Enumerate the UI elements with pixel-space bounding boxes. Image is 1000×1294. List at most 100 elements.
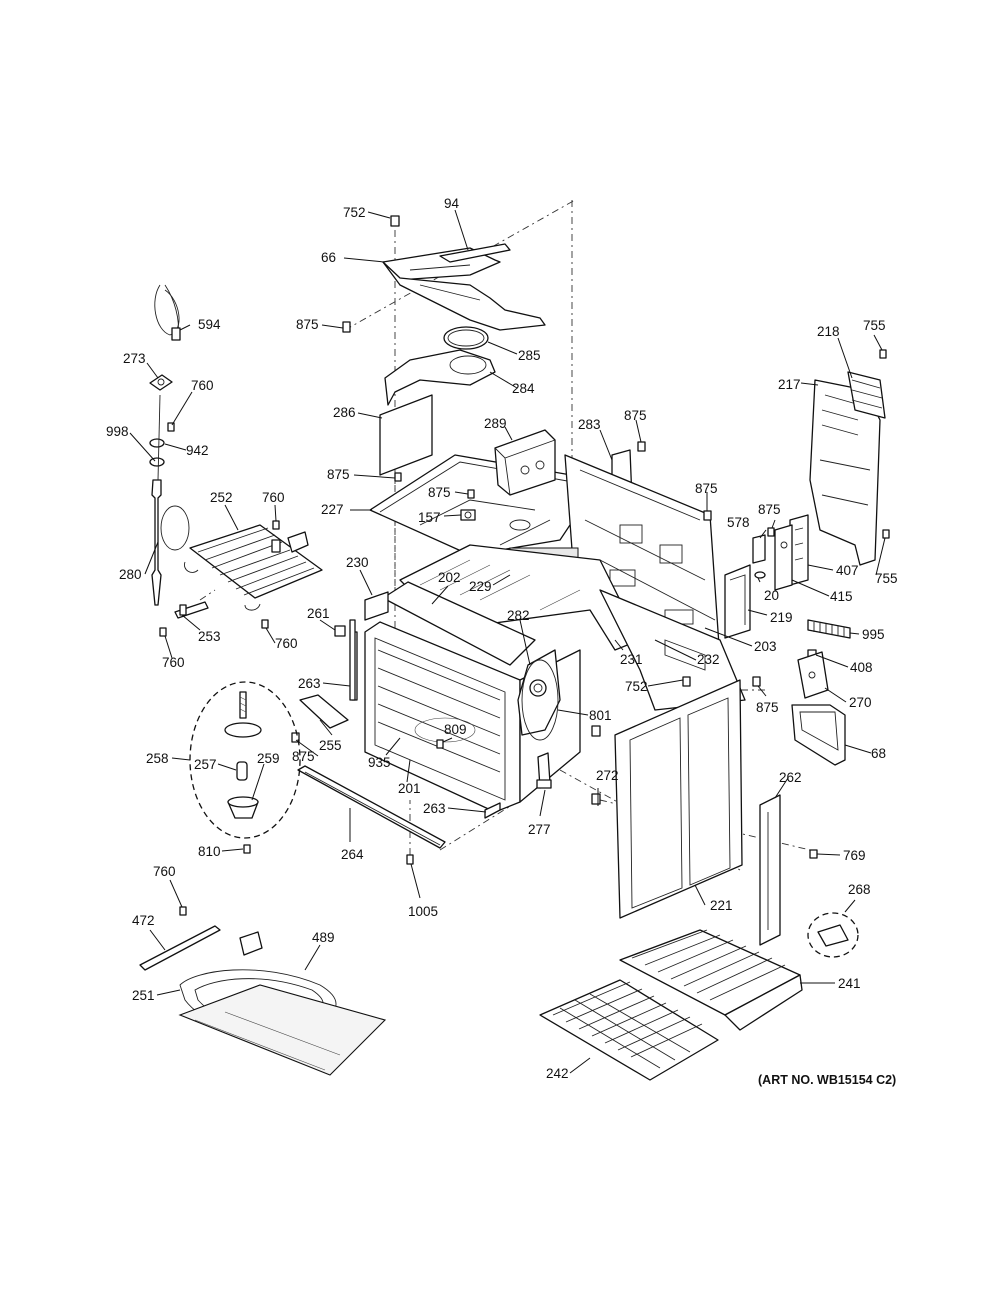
part-280-probe-loop bbox=[160, 505, 190, 551]
callout-270: 270 bbox=[849, 695, 872, 710]
part-286-side-insulation-panel bbox=[379, 394, 433, 476]
callout-253: 253 bbox=[198, 629, 221, 644]
callout-942: 942 bbox=[186, 443, 209, 458]
screw-1005 bbox=[406, 854, 414, 865]
part-20-washer bbox=[754, 571, 766, 579]
part-264-bottom-trim bbox=[297, 765, 446, 849]
callout-998: 998 bbox=[106, 424, 129, 439]
callout-232: 232 bbox=[697, 652, 720, 667]
part-252-broil-element bbox=[184, 524, 323, 611]
callout-203: 203 bbox=[754, 639, 777, 654]
screw-875-c bbox=[703, 510, 712, 521]
callout-263-a: 263 bbox=[298, 676, 321, 691]
part-289-cooling-fan bbox=[494, 429, 556, 496]
art-number-label: (ART NO. WB15154 C2) bbox=[758, 1073, 896, 1087]
callout-263-b: 263 bbox=[423, 801, 446, 816]
part-253-element-bracket bbox=[174, 601, 209, 619]
callout-286: 286 bbox=[333, 405, 356, 420]
part-277-door-latch bbox=[536, 752, 552, 789]
part-259-fan-blade bbox=[227, 796, 259, 819]
callout-760-e: 760 bbox=[153, 864, 176, 879]
screw-760-d bbox=[261, 619, 269, 629]
callout-268: 268 bbox=[848, 882, 871, 897]
part-261-hinge-pin bbox=[334, 625, 346, 637]
callout-227: 227 bbox=[321, 502, 344, 517]
callout-875-a: 875 bbox=[296, 317, 319, 332]
callout-94: 94 bbox=[444, 196, 460, 211]
part-272-hinge-receptacle bbox=[591, 725, 601, 805]
part-998-washer bbox=[149, 457, 165, 467]
callout-769: 769 bbox=[843, 848, 866, 863]
callout-489: 489 bbox=[312, 930, 335, 945]
callout-258: 258 bbox=[146, 751, 169, 766]
part-407-control-board bbox=[789, 514, 809, 586]
part-241-extension-rack bbox=[619, 929, 803, 1031]
callout-875-f: 875 bbox=[758, 502, 781, 517]
part-218-vent-cover bbox=[847, 371, 886, 419]
screw-875-b bbox=[637, 441, 646, 452]
callout-995: 995 bbox=[862, 627, 885, 642]
part-415-relay-board bbox=[774, 524, 793, 591]
callout-230: 230 bbox=[346, 555, 369, 570]
callout-760-d: 760 bbox=[275, 636, 298, 651]
callout-261: 261 bbox=[307, 606, 330, 621]
callout-875-d: 875 bbox=[327, 467, 350, 482]
part-258-fan-motor bbox=[224, 691, 262, 738]
callout-875-b: 875 bbox=[624, 408, 647, 423]
part-801-gasket bbox=[521, 659, 559, 741]
callout-935: 935 bbox=[368, 755, 391, 770]
callout-262: 262 bbox=[779, 770, 802, 785]
callout-157: 157 bbox=[418, 510, 441, 525]
callout-221: 221 bbox=[710, 898, 733, 913]
screw-760-e bbox=[179, 906, 187, 916]
callout-277: 277 bbox=[528, 822, 551, 837]
callout-284: 284 bbox=[512, 381, 535, 396]
callout-229: 229 bbox=[469, 579, 492, 594]
callout-252: 252 bbox=[210, 490, 233, 505]
callout-594: 594 bbox=[198, 317, 221, 332]
part-760-bracket-b bbox=[272, 520, 309, 553]
part-157-thermostat bbox=[460, 509, 476, 521]
part-273-mount-bracket bbox=[149, 374, 173, 391]
screw-875-g bbox=[752, 676, 761, 687]
part-942-nut bbox=[149, 438, 165, 448]
screw-752-top bbox=[390, 215, 400, 227]
callout-755-b: 755 bbox=[875, 571, 898, 586]
callout-202: 202 bbox=[438, 570, 461, 585]
callout-760-c: 760 bbox=[162, 655, 185, 670]
callout-875-e: 875 bbox=[428, 485, 451, 500]
callout-241: 241 bbox=[838, 976, 861, 991]
callout-415: 415 bbox=[830, 589, 853, 604]
part-268-detail-group bbox=[807, 912, 859, 958]
callout-472: 472 bbox=[132, 913, 155, 928]
part-282-convection-fan bbox=[517, 649, 561, 736]
part-280-temp-sensor bbox=[151, 394, 162, 606]
screw-769 bbox=[809, 849, 818, 859]
callout-760-a: 760 bbox=[191, 378, 214, 393]
callout-68: 68 bbox=[871, 746, 886, 761]
callout-809: 809 bbox=[444, 722, 467, 737]
callout-labels: 752 94 66 875 285 284 594 273 760 998 94… bbox=[106, 196, 898, 1081]
part-285-gasket bbox=[443, 326, 489, 350]
callout-20: 20 bbox=[764, 588, 779, 603]
part-578-switch bbox=[752, 534, 766, 564]
callout-201: 201 bbox=[398, 781, 421, 796]
callout-257: 257 bbox=[194, 757, 217, 772]
part-202-front-frame bbox=[382, 581, 536, 666]
callout-218: 218 bbox=[817, 324, 840, 339]
callout-272: 272 bbox=[596, 768, 619, 783]
part-995-wire-harness bbox=[807, 619, 851, 639]
screw-755-a bbox=[879, 349, 887, 359]
part-257-shaft bbox=[236, 761, 248, 781]
callout-875-g: 875 bbox=[756, 700, 779, 715]
callout-875-h: 875 bbox=[292, 749, 315, 764]
callout-755-a: 755 bbox=[863, 318, 886, 333]
screw-760-c bbox=[159, 627, 167, 637]
part-221-inner-door bbox=[614, 679, 743, 919]
callout-801: 801 bbox=[589, 708, 612, 723]
part-242-oven-rack bbox=[539, 979, 719, 1081]
part-270-relay bbox=[797, 651, 829, 699]
callout-217: 217 bbox=[778, 377, 801, 392]
part-594-wire-harness bbox=[154, 284, 181, 341]
screw-760-a bbox=[167, 422, 175, 432]
